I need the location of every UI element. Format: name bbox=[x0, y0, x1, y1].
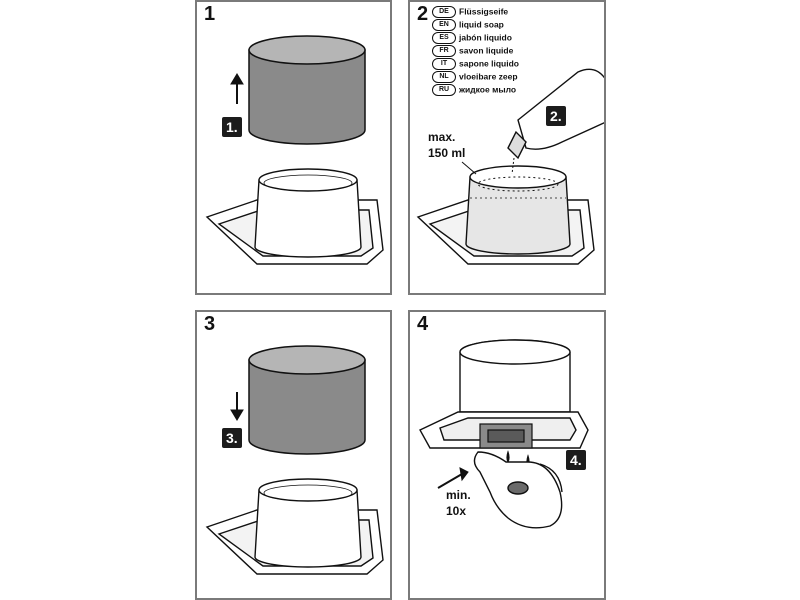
step-badge: 4. bbox=[566, 450, 586, 470]
volume-label: 150 ml bbox=[428, 146, 466, 160]
step-number: 4 bbox=[417, 313, 429, 335]
step-badge: 1. bbox=[222, 117, 242, 137]
step-number: 2 bbox=[417, 3, 429, 25]
cup bbox=[254, 168, 362, 258]
cup-with-soap bbox=[465, 165, 571, 255]
arrow-down-icon bbox=[230, 392, 244, 421]
arrow-up-icon bbox=[230, 73, 244, 104]
step-3-illustration bbox=[205, 345, 384, 575]
hand bbox=[473, 451, 563, 529]
cup bbox=[254, 478, 362, 568]
step-badge: 3. bbox=[222, 428, 242, 448]
step-4-illustration bbox=[419, 339, 589, 529]
dispenser-body bbox=[459, 339, 571, 413]
push-arrow-icon bbox=[437, 467, 469, 489]
step-1-illustration bbox=[205, 35, 384, 265]
step-number: 1 bbox=[204, 3, 216, 25]
max-label: max. bbox=[428, 130, 456, 144]
cover-cylinder bbox=[248, 35, 366, 145]
min-label: min. bbox=[446, 488, 471, 502]
count-label: 10x bbox=[446, 504, 467, 518]
step-3-panel: 3 3. bbox=[195, 310, 392, 600]
step-badge: 2. bbox=[546, 106, 566, 126]
step-number: 3 bbox=[204, 313, 216, 335]
pump-mechanism bbox=[479, 423, 533, 468]
step-1-panel: 1 1. bbox=[195, 0, 392, 295]
cover-cylinder bbox=[248, 345, 366, 455]
step-4-panel: 4 4. min. 10x bbox=[408, 310, 606, 600]
max-pointer bbox=[461, 161, 477, 175]
